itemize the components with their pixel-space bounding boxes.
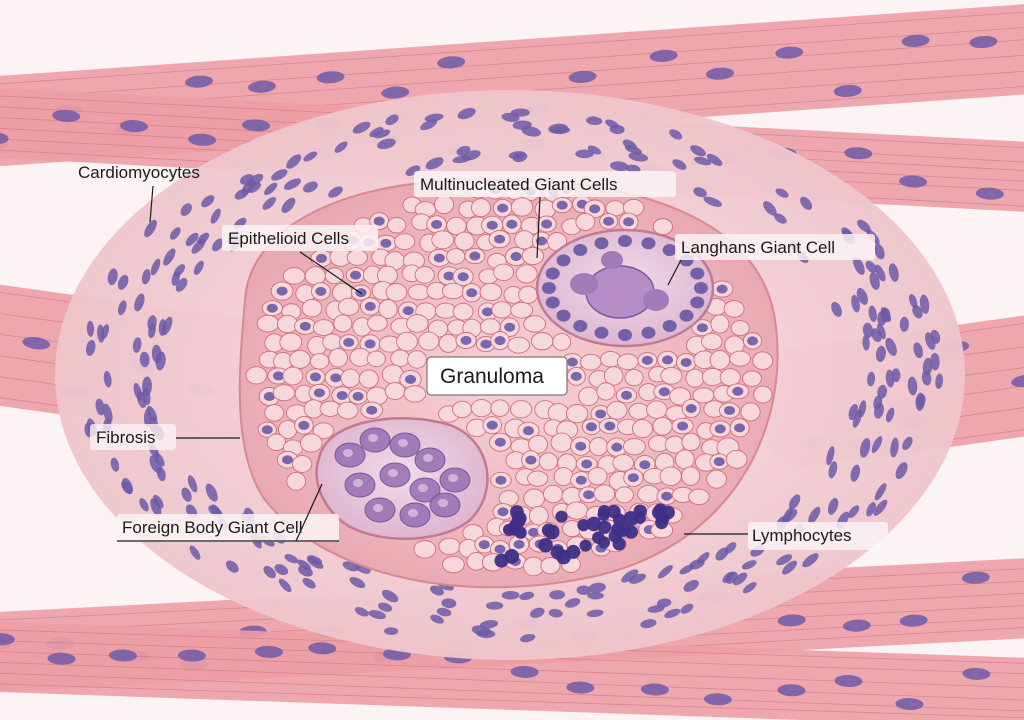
- granuloma-label-box: [426, 356, 568, 396]
- langhans-giant-cell: [535, 228, 715, 348]
- svg-text:Lymphocytes: Lymphocytes: [752, 526, 852, 545]
- label-fibrosis: Fibrosis: [90, 424, 240, 450]
- label-multinucleated-giant-cells: Multinucleated Giant Cells: [414, 171, 676, 259]
- svg-text:Langhans Giant Cell: Langhans Giant Cell: [681, 238, 835, 257]
- label-langhans-giant-cell: Langhans Giant Cell: [667, 234, 875, 286]
- svg-text:Multinucleated Giant Cells: Multinucleated Giant Cells: [420, 175, 617, 194]
- label-lymphocytes: Lymphocytes: [684, 522, 888, 550]
- label-granuloma: Granuloma: [426, 356, 568, 396]
- lymphocyte-cluster: [494, 503, 675, 568]
- svg-text:Cardiomyocytes: Cardiomyocytes: [78, 163, 200, 182]
- svg-text:Fibrosis: Fibrosis: [96, 428, 156, 447]
- label-epithelioid-cells: Epithelioid Cells: [222, 225, 378, 295]
- foreign-body-giant-cell: [315, 417, 489, 540]
- label-foreign-body-giant-cell: Foreign Body Giant Cell: [117, 483, 339, 542]
- svg-text:Foreign Body Giant Cell: Foreign Body Giant Cell: [122, 518, 302, 537]
- foreign-body-nuclei: [334, 427, 471, 528]
- svg-text:Granuloma: Granuloma: [440, 365, 544, 388]
- label-cardiomyocytes: Cardiomyocytes: [78, 163, 200, 223]
- svg-text:Epithelioid Cells: Epithelioid Cells: [228, 229, 349, 248]
